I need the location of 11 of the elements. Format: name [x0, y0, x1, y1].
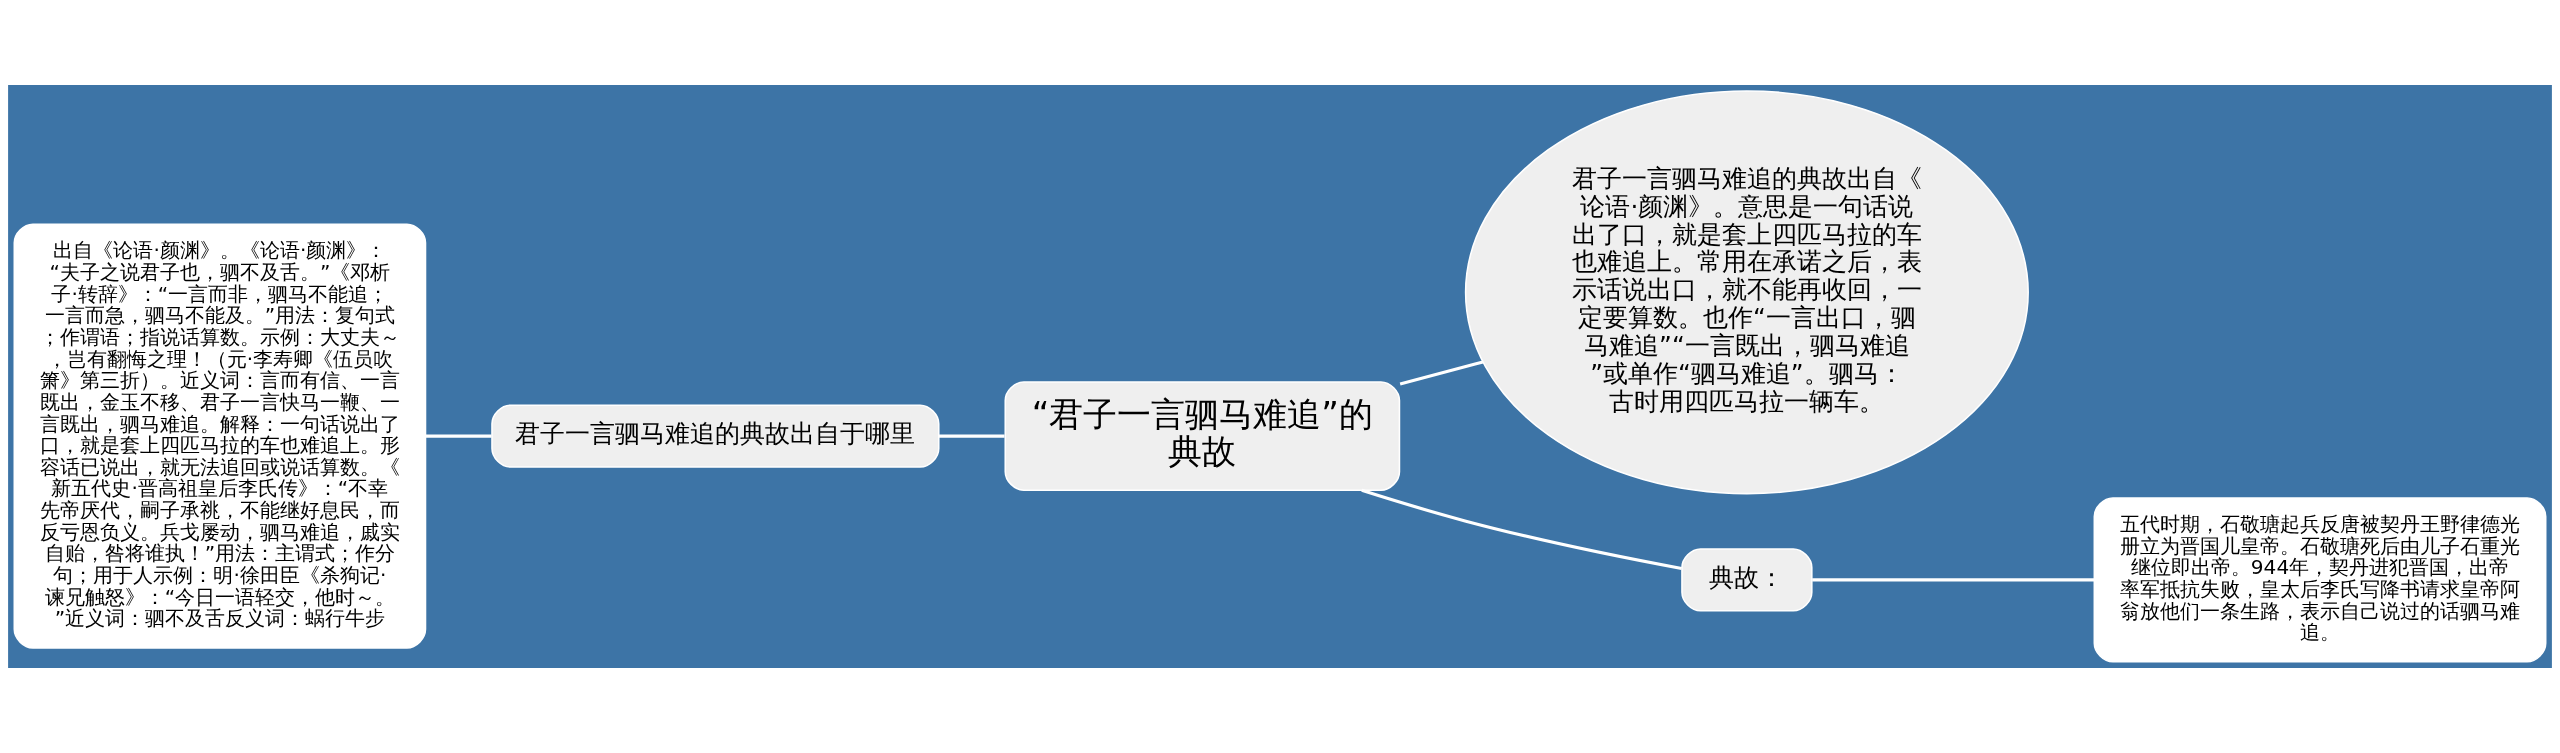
node-box: 君子一言驷马难追的典故出自于哪里: [491, 404, 940, 468]
node-box: 五代时期，石敬瑭起兵反唐被契丹王野律德光册立为晋国儿皇帝。石敬瑭死后由儿子石重光继位即出帝。944年，契丹进犯晋国，出帝率军抵抗失败，皇太后李氏写降书请求皇帝阿翁放他们一条生路，表示自己说过的话驷马难追。: [2093, 497, 2547, 663]
connector: [939, 434, 1005, 438]
node-box: “君子一言驷马难追”的典故: [1004, 381, 1401, 491]
connector: [1812, 578, 2095, 582]
connector: [1361, 488, 1682, 570]
node-ellipse: 君子一言驷马难追的典故出自《论语·颜渊》。意思是一句话说出了口，就是套上四匹马拉的车也难追上。常用在承诺之后，表示话说出口，就不能再收回，一定要算数。也作“一言出口，驷马难追”“一言既出，驷马难追”或单作“驷马难追”。驷马：古时用四匹马拉一辆车。: [1464, 90, 2029, 495]
node-box: 出自《论语·颜渊》。《论语·颜渊》：“夫子之说君子也，驷不及舌。”《邓析子·转辞》：“一言而非，驷马不能追；一言而急，驷马不能及。”用法：复句式；作谓语；指说话算数。示例：大丈夫～，岂有翻悔之理！（元·李寿卿《伍员吹箫》第三折）。近义词：言而有信、一言既出，金玉不移、君子一言快马一鞭、一言既出，驷马难追。解释：一句话说出了口，就是套上四匹马拉的车也难追上。形容话已说出，就无法追回或说话算数。《新五代史·晋高祖皇后李氏传》：“不幸先帝厌代，嗣子承祧，不能继好息民，而反亏恩负义。兵戈屡动，驷马难追，戚实自贻，咎将谁执！”用法：主谓式；作分句；用于人示例：明·徐田臣《杀狗记·谏兄触怒》：“今日一语轻交，他时～。”近义词：驷不及舌反义词：蜗行牛步: [13, 223, 427, 649]
node-box: 典故：: [1681, 548, 1813, 612]
connector: [1399, 360, 1484, 386]
connector: [426, 434, 492, 438]
